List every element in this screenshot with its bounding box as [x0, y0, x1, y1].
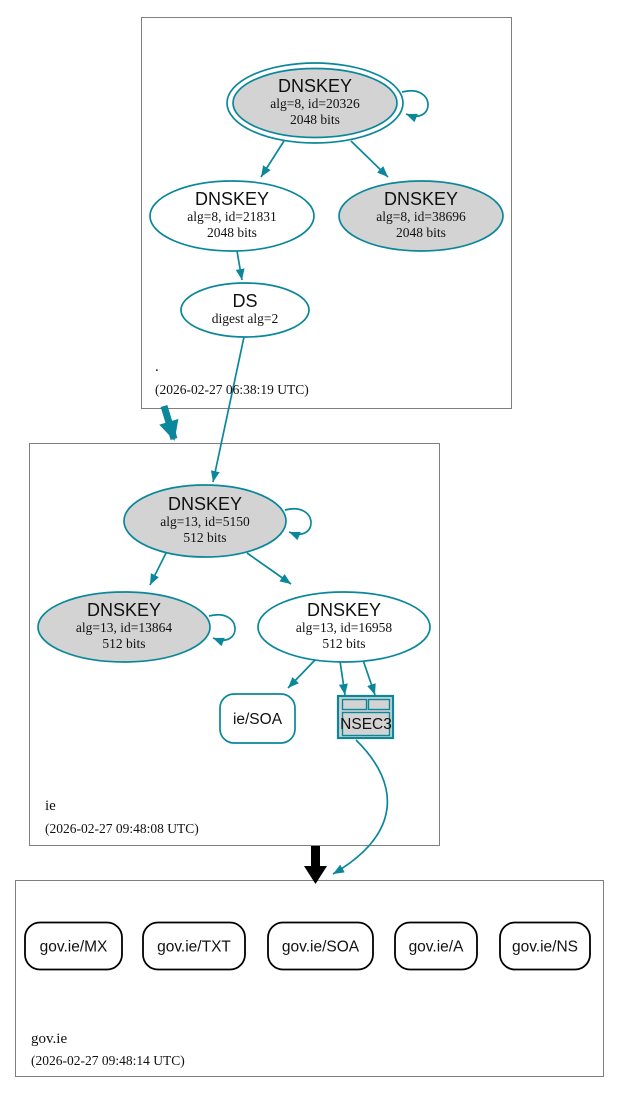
dnskey-38696-title: DNSKEY	[384, 189, 458, 209]
govie-soa-rect	[267, 921, 374, 971]
edge-16958-nsec3-left	[338, 660, 348, 696]
edge-20326-21831	[260, 140, 285, 178]
zone-box-ie	[29, 443, 440, 846]
ie-soa-label: ie/SOA	[233, 711, 283, 728]
dnskey-21831-detail: alg=8, id=21831	[187, 209, 276, 224]
dnskey-38696-ellipse	[338, 180, 504, 252]
edge-selfloop-ksk-20326	[401, 89, 429, 123]
dnskey-38696-bits: 2048 bits	[396, 225, 446, 240]
edge-16958-soa	[287, 658, 317, 689]
dnskey-16958-detail: alg=13, id=16958	[296, 620, 392, 635]
dnskey-5150-detail: alg=13, id=5150	[160, 514, 250, 529]
dnskey-13864-detail: alg=13, id=13864	[76, 620, 172, 635]
edge-selfloop-5150	[284, 507, 312, 541]
govie-mx-label: gov.ie/MX	[40, 939, 108, 956]
zone-label-govie: gov.ie	[31, 1031, 67, 1047]
zone-label-ie: ie	[45, 798, 56, 814]
edge-21831-ds	[235, 250, 245, 281]
dnskey-13864-ellipse	[37, 591, 211, 663]
govie-a-rect	[394, 921, 478, 971]
dnskey-38696-detail: alg=8, id=38696	[376, 209, 466, 224]
edge-selfloop-13864	[208, 613, 236, 647]
node-govie-ns: gov.ie/NS	[499, 921, 591, 971]
dnskey-16958-title: DNSKEY	[307, 600, 381, 620]
zone-timestamp-govie: (2026-02-27 09:48:14 UTC)	[31, 1053, 185, 1068]
dnskey-5150-bits: 512 bits	[183, 530, 226, 545]
node-dnskey-21831: DNSKEY alg=8, id=21831 2048 bits	[149, 180, 315, 252]
ds-detail: digest alg=2	[212, 311, 278, 326]
zone-timestamp-root: (2026-02-27 06:38:19 UTC)	[155, 382, 309, 397]
govie-ns-rect	[499, 921, 591, 971]
dnskey-20326-detail: alg=8, id=20326	[270, 96, 360, 111]
nsec3-cell-right	[367, 698, 391, 711]
nsec3-label: NSEC3	[340, 716, 392, 733]
node-dnskey-13864: DNSKEY alg=13, id=13864 512 bits	[37, 591, 211, 663]
zone-label-root: .	[155, 359, 159, 375]
govie-mx-rect	[24, 921, 123, 971]
zone-box-root	[141, 17, 512, 409]
nsec3-cell-left	[341, 698, 368, 711]
dnskey-21831-title: DNSKEY	[195, 189, 269, 209]
node-nsec3: NSEC3	[336, 694, 395, 740]
dnskey-20326-inner-ellipse	[232, 67, 398, 139]
govie-txt-rect	[142, 921, 246, 971]
edge-5150-13864	[149, 550, 168, 586]
dnskey-13864-bits: 512 bits	[102, 636, 145, 651]
nsec3-text-cell	[341, 711, 391, 737]
dnskey-13864-title: DNSKEY	[87, 600, 161, 620]
node-govie-mx: gov.ie/MX	[24, 921, 123, 971]
dnskey-21831-ellipse	[149, 180, 315, 252]
dnskey-20326-bits: 2048 bits	[290, 112, 340, 127]
govie-a-label: gov.ie/A	[409, 939, 465, 956]
node-ds-root: DS digest alg=2	[180, 282, 310, 338]
node-dnskey-5150: DNSKEY alg=13, id=5150 512 bits	[123, 484, 287, 558]
zone-box-gov-ie	[15, 880, 604, 1077]
govie-txt-label: gov.ie/TXT	[157, 939, 231, 956]
edge-delegation-ie-govie-head	[304, 866, 327, 884]
ds-ellipse	[180, 282, 310, 338]
ie-soa-rect	[219, 693, 296, 744]
node-dnskey-16958: DNSKEY alg=13, id=16958 512 bits	[257, 591, 431, 663]
dnskey-16958-ellipse	[257, 591, 431, 663]
zone-timestamp-ie: (2026-02-27 09:48:08 UTC)	[45, 821, 199, 836]
node-govie-soa: gov.ie/SOA	[267, 921, 374, 971]
edge-5150-16958	[246, 552, 292, 585]
node-govie-a: gov.ie/A	[394, 921, 478, 971]
edge-ds-5150	[210, 336, 245, 483]
edge-nsec3-delegation	[332, 739, 389, 875]
ds-title: DS	[232, 291, 257, 311]
dnskey-20326-title: DNSKEY	[278, 76, 352, 96]
dnskey-5150-ellipse	[123, 484, 287, 558]
node-dnskey-38696: DNSKEY alg=8, id=38696 2048 bits	[338, 180, 504, 252]
node-ie-soa: ie/SOA	[219, 693, 296, 744]
govie-soa-label: gov.ie/SOA	[282, 939, 360, 956]
edge-delegation-root-ie	[159, 404, 179, 441]
node-govie-txt: gov.ie/TXT	[142, 921, 246, 971]
edge-16958-nsec3-right	[362, 659, 376, 696]
node-dnskey-20326: DNSKEY alg=8, id=20326 2048 bits	[226, 62, 404, 144]
dnskey-5150-title: DNSKEY	[168, 494, 242, 514]
govie-ns-label: gov.ie/NS	[512, 939, 578, 956]
dnskey-21831-bits: 2048 bits	[207, 225, 257, 240]
dnskey-16958-bits: 512 bits	[322, 636, 365, 651]
edge-20326-38696	[350, 140, 389, 178]
